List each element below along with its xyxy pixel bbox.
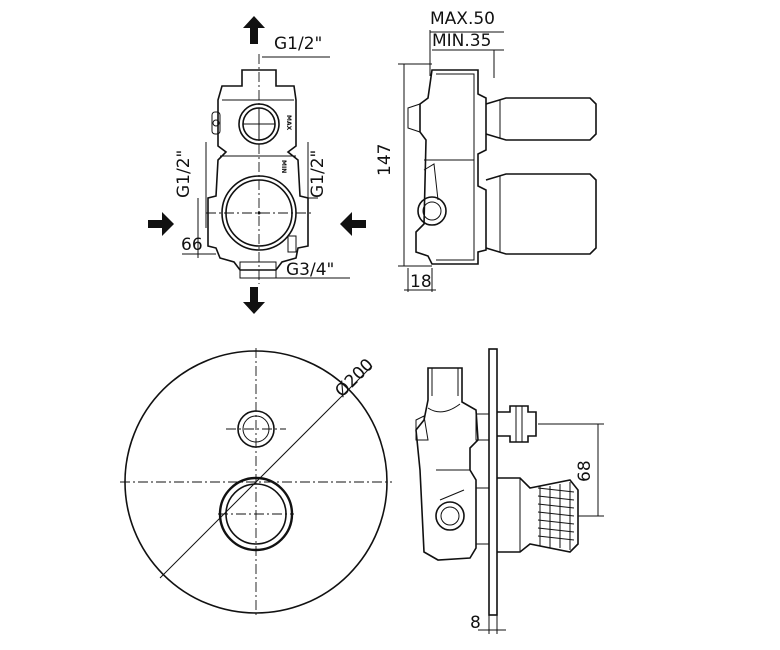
offset-18-label: 18 [410, 272, 432, 292]
top-outlet-label: G1/2" [274, 34, 322, 54]
width-66-label: 66 [181, 235, 203, 255]
arrow-left-icon [340, 212, 366, 236]
plate-diameter-label: Ø200 [331, 355, 378, 402]
arrow-right-icon [148, 212, 174, 236]
arrow-down-icon [243, 287, 265, 314]
spacing-68-label: 68 [575, 460, 595, 482]
bottom-outlet-label: G3/4" [286, 260, 334, 280]
plate-thickness-label: 8 [470, 613, 481, 633]
body-side-view: MAX.50 MIN.35 147 18 [375, 9, 597, 292]
right-inlet-label: G1/2" [308, 150, 328, 198]
body-front-view: MAX MIN G1/2" G1/2" G1/2" 66 G3/4" [148, 16, 366, 314]
depth-max-label: MAX.50 [430, 9, 495, 29]
assembly-side-view: 68 8 [415, 348, 604, 634]
max-mark: MAX [285, 115, 292, 131]
min-mark: MIN [280, 160, 287, 173]
knurled-grip [537, 482, 575, 550]
arrow-up-icon [243, 16, 265, 44]
depth-min-label: MIN.35 [432, 31, 491, 51]
height-147-label: 147 [375, 144, 395, 176]
left-inlet-label: G1/2" [174, 150, 194, 198]
wall-plate-front-view: Ø200 [120, 348, 392, 616]
